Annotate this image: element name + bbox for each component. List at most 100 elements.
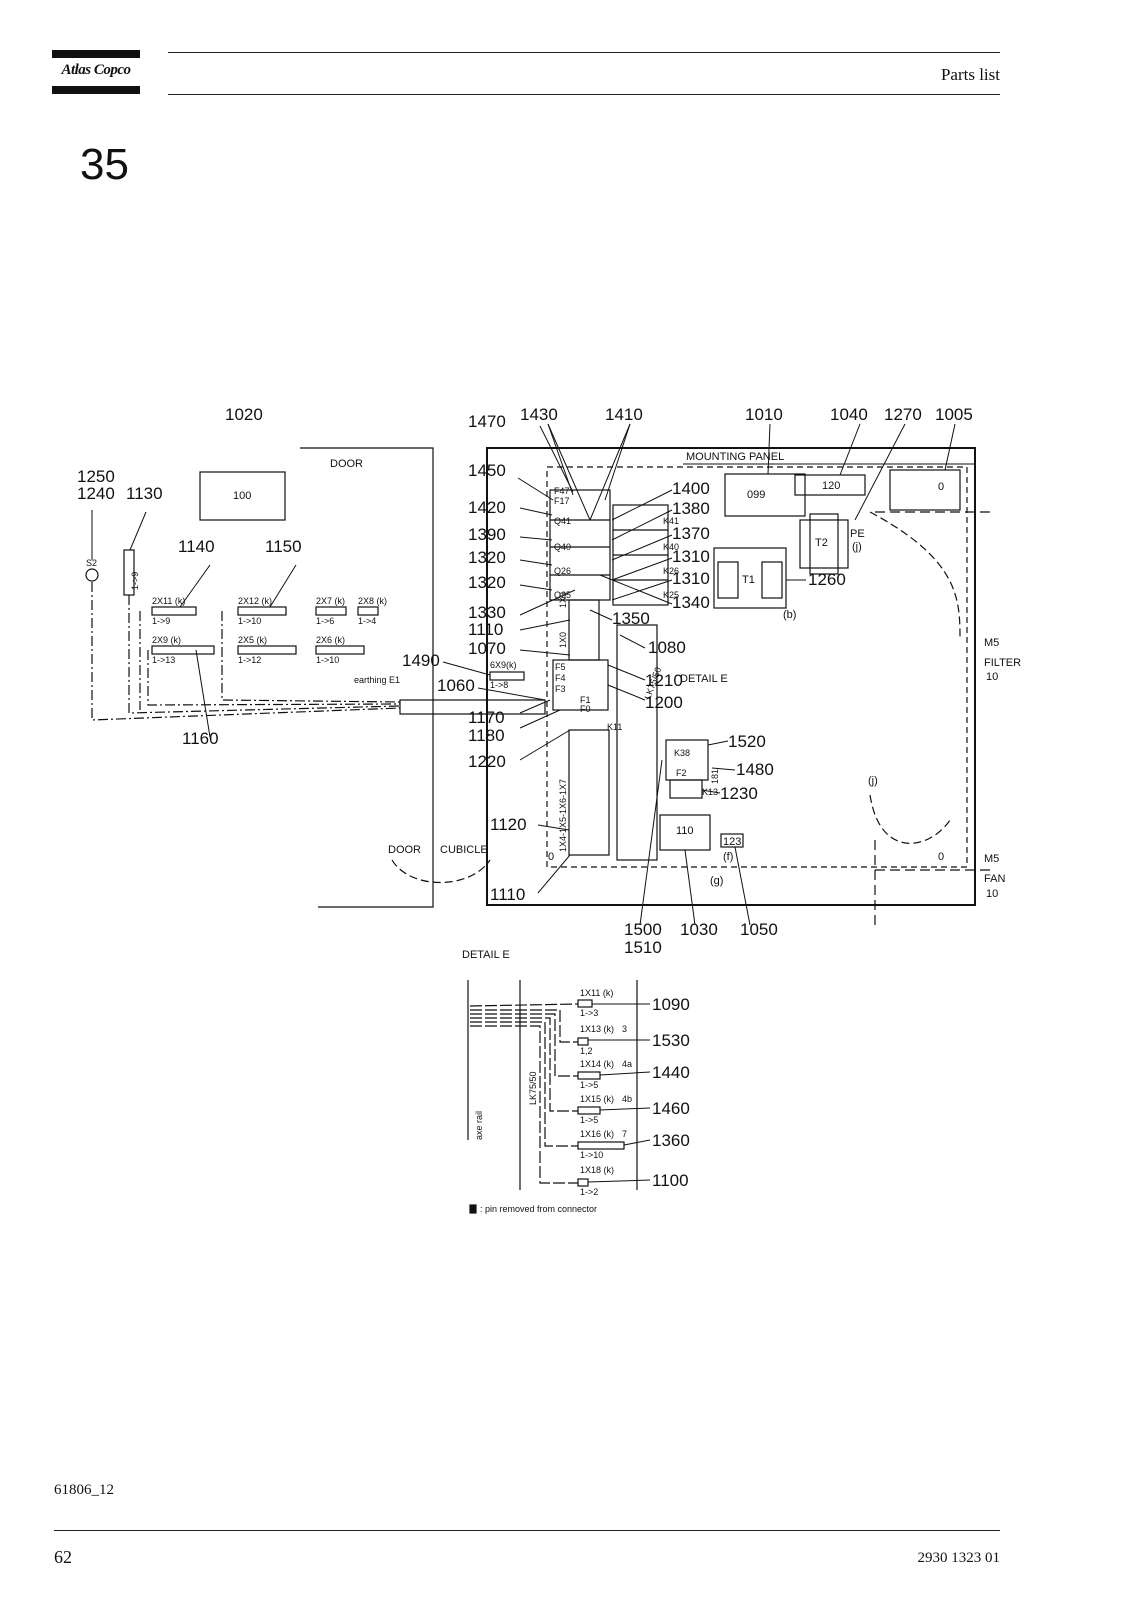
terminal-strip-1x4-1x7 [568, 729, 610, 856]
terminal-strip-1x0 [568, 599, 600, 661]
callout-1410: 1410 [605, 405, 643, 424]
label-1x11: 1X11 (k) [580, 988, 613, 998]
label-2x9-range: 1->13 [152, 655, 175, 665]
label-6x9: 6X9(k) [490, 660, 517, 670]
callout-1180: 1180 [468, 726, 505, 745]
callout-1320-b: 1320 [468, 573, 506, 592]
label-1x4-1x7: 1X4-1X5-1X6-1X7 [558, 779, 568, 852]
callout-1060: 1060 [437, 676, 475, 695]
header-rule-top [168, 52, 1000, 53]
label-f1: F1 [580, 695, 591, 705]
label-m5-fan: M5 [984, 853, 999, 865]
callout-1480: 1480 [736, 760, 774, 779]
pin-removed-marker [469, 1204, 477, 1214]
callout-1340: 1340 [672, 593, 710, 612]
callout-1170: 1170 [468, 708, 505, 727]
label-1x3: 1X3 [558, 592, 568, 608]
label-1x13-range: 1,2 [580, 1046, 593, 1056]
callout-1400: 1400 [672, 479, 710, 498]
cable-trunking [616, 624, 658, 861]
box-upper-right [889, 469, 961, 511]
callout-1440: 1440 [652, 1063, 690, 1082]
callout-1380: 1380 [672, 499, 710, 518]
callout-1220: 1220 [468, 752, 506, 771]
callout-1240: 1240 [77, 484, 115, 503]
callout-1200: 1200 [645, 693, 683, 712]
label-181: 181 [710, 769, 720, 784]
label-zero-3: 0 [548, 851, 554, 863]
label-pe: PE [850, 528, 865, 540]
footer-rule [54, 1530, 1000, 1531]
label-q40: Q40 [554, 542, 571, 552]
callout-1360: 1360 [652, 1131, 690, 1150]
section-title: Parts list [940, 65, 1000, 84]
callout-1520: 1520 [728, 732, 766, 751]
wiring-harness [399, 699, 546, 715]
callout-1500: 1500 [624, 920, 662, 939]
cubicle-outline [486, 447, 976, 906]
label-1x16: 1X16 (k) [580, 1129, 614, 1139]
brand-name: Atlas Copco [61, 62, 131, 78]
label-1x16-range: 1->10 [580, 1150, 603, 1160]
mounting-panel-outline [546, 466, 968, 868]
detail-conn-1x11 [577, 999, 593, 1008]
label-2x9: 2X9 (k) [152, 635, 181, 645]
connector-2x5 [237, 645, 297, 655]
callout-1030: 1030 [680, 920, 718, 939]
callout-1040: 1040 [830, 405, 868, 424]
label-door-2: DOOR [388, 844, 421, 856]
callout-1070: 1070 [468, 639, 506, 658]
logo-bar-top [52, 50, 140, 58]
connector-2x6 [315, 645, 365, 655]
label-2x8: 2X8 (k) [358, 596, 387, 606]
label-2x12-range: 1->10 [238, 616, 261, 626]
label-f17: F17 [554, 496, 570, 506]
callout-1120: 1120 [490, 815, 527, 834]
callout-1010: 1010 [745, 405, 783, 424]
box-123 [720, 833, 744, 848]
callout-1020: 1020 [225, 405, 263, 424]
box-100 [199, 471, 286, 521]
label-2x7: 2X7 (k) [316, 596, 345, 606]
label-2x6: 2X6 (k) [316, 635, 345, 645]
callout-1510: 1510 [624, 938, 662, 957]
connector-2x8 [357, 606, 379, 616]
label-k11: K11 [607, 722, 622, 732]
callout-1230: 1230 [720, 784, 758, 803]
callout-1450: 1450 [468, 461, 506, 480]
label-t1: T1 [742, 574, 755, 586]
callout-1140: 1140 [178, 537, 215, 556]
relay-k13 [669, 779, 703, 799]
callout-1130: 1130 [126, 484, 163, 503]
label-f2: F2 [676, 768, 687, 778]
label-f-1050: (f) [723, 851, 733, 863]
callout-1530: 1530 [652, 1031, 690, 1050]
callout-1310-a: 1310 [672, 547, 710, 566]
label-2x7-range: 1->6 [316, 616, 334, 626]
label-1x18: 1X18 (k) [580, 1165, 614, 1175]
label-1x18-range: 1->2 [580, 1187, 598, 1197]
label-earthing: earthing E1 [354, 675, 400, 685]
label-f5: F5 [555, 662, 566, 672]
label-2x5-range: 1->12 [238, 655, 261, 665]
connector-2x9 [151, 645, 215, 655]
callout-1100: 1100 [652, 1171, 689, 1190]
label-m5-filter: M5 [984, 637, 999, 649]
callout-1370: 1370 [672, 524, 710, 543]
callout-1250: 1250 [77, 467, 115, 486]
label-lk75-detail: LK75/50 [528, 1071, 538, 1105]
detail-conn-1x14 [577, 1071, 601, 1080]
detail-conn-1x15 [577, 1106, 601, 1115]
label-j: (j) [868, 775, 878, 787]
label-f47: F47 [554, 486, 570, 496]
label-k40: K40 [663, 542, 679, 552]
callout-1330: 1330 [468, 603, 506, 622]
label-box-123: 123 [723, 836, 741, 848]
callout-1260: 1260 [808, 570, 846, 589]
label-k13: K13 [702, 787, 718, 797]
callout-1005: 1005 [935, 405, 973, 424]
label-1-9: 1->9 [130, 572, 140, 590]
label-1x16-box: 7 [622, 1129, 627, 1139]
label-box-100: 100 [233, 490, 251, 502]
